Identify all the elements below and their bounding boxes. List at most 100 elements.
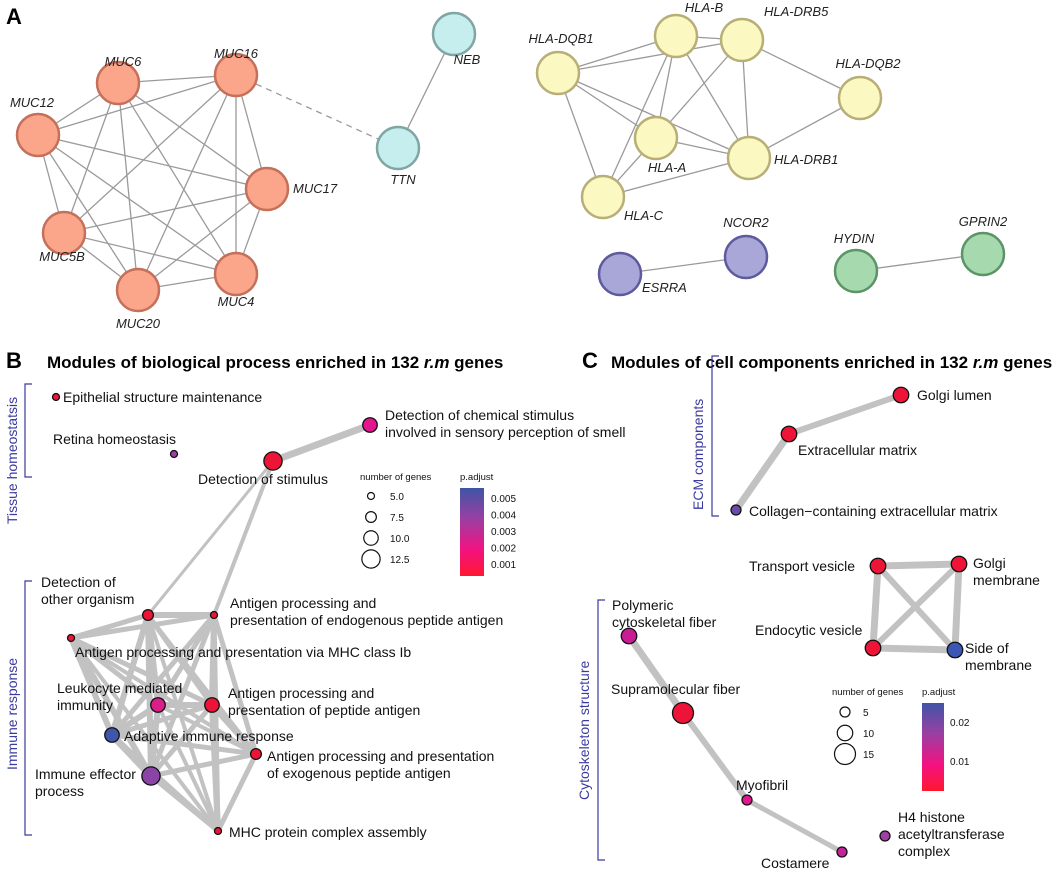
gene-label-muc20: MUC20 xyxy=(116,316,161,331)
bp-label-lmi-line-1: Leukocyte mediated xyxy=(57,680,182,696)
bp-size-legend-value: 12.5 xyxy=(390,555,410,566)
bp-label-doo-line-1: Detection of xyxy=(41,574,116,590)
gene-node-muc5b[interactable] xyxy=(41,210,87,256)
cc-node-em[interactable] xyxy=(780,425,798,443)
bp-label-dcs-line-2: involved in sensory perception of smell xyxy=(385,424,625,440)
gene-node-hla-drb1[interactable] xyxy=(726,135,772,181)
gene-node-hydin[interactable] xyxy=(833,248,879,294)
bp-edge-doo-mhc xyxy=(146,613,220,833)
ppi-edge-hla-drb1-hla-c xyxy=(602,157,750,198)
bp-node-apmhc[interactable] xyxy=(66,633,76,643)
group-label-tissue-homeostasis: Tissue homeostatsis xyxy=(4,397,20,524)
gene-label-hla-b: HLA-B xyxy=(685,0,724,15)
cc-node-cos[interactable] xyxy=(836,846,848,858)
gene-label-hla-drb5: HLA-DRB5 xyxy=(764,4,829,19)
bp-node-air[interactable] xyxy=(104,727,120,743)
gene-node-muc20[interactable] xyxy=(115,267,161,313)
gene-node-ttn[interactable] xyxy=(375,125,421,171)
cc-label-h4-line-2: acetyltransferase xyxy=(898,826,1005,842)
bp-node-ds[interactable] xyxy=(263,451,283,471)
bp-size-legend-title: number of genes xyxy=(360,472,432,483)
cc-node-h4[interactable] xyxy=(879,830,891,842)
cc-edge-ev-som xyxy=(869,644,959,654)
ppi-edge-muc6-muc5b xyxy=(63,82,119,234)
cc-size-legend-value: 5 xyxy=(863,708,869,719)
bp-node-doo[interactable] xyxy=(141,608,155,622)
bp-label-ds: Detection of stimulus xyxy=(198,471,328,487)
cc-label-pcf-line-1: Polymeric xyxy=(612,597,673,613)
cc-node-ccem[interactable] xyxy=(730,504,742,516)
gene-node-hla-dqb2[interactable] xyxy=(837,75,883,121)
panel-c-title-italic: r.m xyxy=(973,353,999,372)
bp-color-tick-label: 0.005 xyxy=(491,494,516,505)
panel-b-title-end: genes xyxy=(449,353,503,372)
gene-node-esrra[interactable] xyxy=(597,251,643,297)
panel-c-title-main: Modules of cell components enriched in 1… xyxy=(611,353,973,372)
bp-edge-apmhc-appa xyxy=(68,635,215,708)
bp-node-appa[interactable] xyxy=(204,697,220,713)
gene-node-muc16[interactable] xyxy=(213,52,259,98)
bp-node-mhc[interactable] xyxy=(213,826,223,836)
bp-node-esm[interactable] xyxy=(51,392,61,402)
cc-label-cos: Costamere xyxy=(761,855,830,870)
gene-node-gprin2[interactable] xyxy=(960,231,1006,277)
ppi-edge-muc17-muc5b xyxy=(63,188,268,234)
bp-edge-apend-lmi xyxy=(155,612,217,708)
ppi-nodes: MUC6MUC16MUC12MUC17MUC5BMUC4MUC20NEBTTNH… xyxy=(10,0,1008,331)
bp-edges xyxy=(68,421,374,834)
cc-edge-tv-gm xyxy=(874,560,963,570)
cc-node-smf[interactable] xyxy=(671,701,695,725)
cc-node-mf[interactable] xyxy=(741,794,753,806)
bp-node-dcs[interactable] xyxy=(362,417,378,433)
bp-label-apex-line-1: Antigen processing and presentation xyxy=(267,748,494,764)
gene-node-hla-c[interactable] xyxy=(580,174,626,220)
gene-node-hla-a[interactable] xyxy=(633,115,679,161)
ppi-edge-muc12-muc20 xyxy=(37,134,139,291)
gene-node-hla-drb5[interactable] xyxy=(719,17,765,63)
bp-size-legend-value: 7.5 xyxy=(390,513,404,524)
gene-node-muc17[interactable] xyxy=(244,166,290,212)
cc-group-brackets: ECM components Cytoskeleton structure xyxy=(576,355,719,861)
bp-node-rh[interactable] xyxy=(169,449,179,459)
cc-edge-gm-som xyxy=(951,560,963,654)
gene-node-muc12[interactable] xyxy=(15,112,61,158)
cc-edge-tv-ev xyxy=(869,562,882,652)
cc-label-h4-line-3: complex xyxy=(898,843,950,859)
cc-size-legend-value: 10 xyxy=(863,729,875,740)
bp-edge-apend-iep xyxy=(148,612,217,779)
bp-label-dcs-line-1: Detection of chemical stimulus xyxy=(385,407,574,423)
panel-c-title: Modules of cell components enriched in 1… xyxy=(611,353,1052,372)
ppi-edge-muc6-muc4 xyxy=(117,82,237,275)
bp-node-lmi[interactable] xyxy=(150,697,166,713)
bp-node-iep[interactable] xyxy=(141,766,161,786)
bp-label-apend-line-1: Antigen processing and xyxy=(230,595,376,611)
cc-node-ev[interactable] xyxy=(864,639,882,657)
cc-size-legend-value: 15 xyxy=(863,750,875,761)
cc-node-gm[interactable] xyxy=(950,555,968,573)
gene-node-muc6[interactable] xyxy=(95,60,141,106)
gene-node-muc4[interactable] xyxy=(213,251,259,297)
bp-node-apex[interactable] xyxy=(249,747,263,761)
bp-node-apend[interactable] xyxy=(209,610,219,620)
cc-edge-em-ccem xyxy=(732,430,793,514)
bp-label-mhc: MHC protein complex assembly xyxy=(229,824,427,840)
cc-node-tv[interactable] xyxy=(869,557,887,575)
gene-label-hla-c: HLA-C xyxy=(624,208,664,223)
cc-node-pcf[interactable] xyxy=(620,627,638,645)
gene-label-muc17: MUC17 xyxy=(293,181,338,196)
cc-label-em: Extracellular matrix xyxy=(798,442,917,458)
gene-node-neb[interactable] xyxy=(431,11,477,57)
cc-node-gl[interactable] xyxy=(892,386,910,404)
ppi-edge-muc6-muc17 xyxy=(117,82,268,190)
gene-label-muc5b: MUC5B xyxy=(39,249,85,264)
ppi-edge-muc16-muc5b xyxy=(63,74,237,234)
bp-edge-ds-doo xyxy=(146,459,275,617)
bp-legend: number of genes p.adjust 5.07.510.012.50… xyxy=(360,472,516,576)
cc-node-som[interactable] xyxy=(946,641,964,659)
gene-node-hla-b[interactable] xyxy=(653,13,699,59)
gene-node-hla-dqb1[interactable] xyxy=(535,50,581,96)
cc-color-tick-label: 0.01 xyxy=(950,757,970,768)
cc-module-network: ECM components Cytoskeleton structure Go… xyxy=(576,355,1040,870)
cc-edge-mf-cos xyxy=(744,797,845,855)
gene-node-ncor2[interactable] xyxy=(723,234,769,280)
